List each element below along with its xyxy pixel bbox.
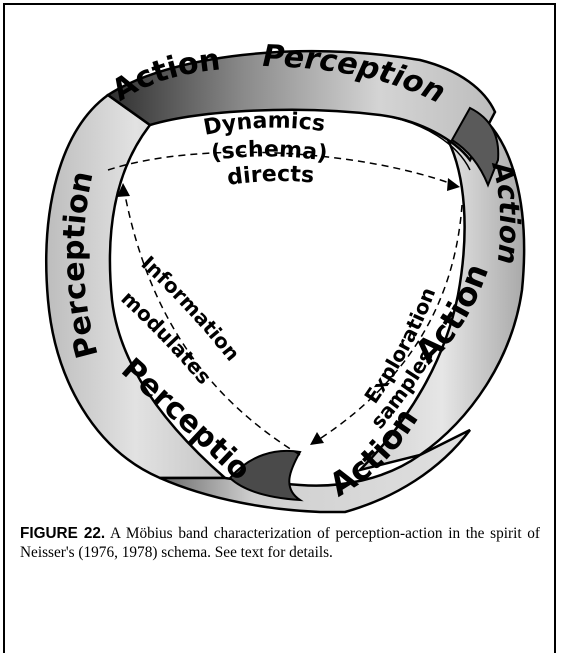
caption-text: A Möbius band characterization of percep… xyxy=(20,525,540,561)
figure-caption: FIGURE 22. A Möbius band characterizatio… xyxy=(20,524,540,562)
mobius-band xyxy=(45,49,526,514)
arrow-top xyxy=(107,151,456,186)
caption-label: FIGURE 22. xyxy=(20,525,106,542)
band-bottom-twist xyxy=(228,449,304,502)
arrow-right xyxy=(317,204,463,441)
mobius-band-diagram: Action Perception Action Action Action P… xyxy=(0,0,526,514)
figure-frame xyxy=(3,3,556,653)
inner-label-directs: directs xyxy=(226,162,316,191)
arrowheads xyxy=(117,178,460,445)
band-right-twist xyxy=(450,106,500,188)
arrowhead-top xyxy=(447,178,460,191)
band-inner-edge xyxy=(149,109,471,171)
inner-label-schema: (schema) xyxy=(210,137,329,166)
arrowhead-left xyxy=(117,183,130,197)
arrow-left xyxy=(124,194,301,456)
arrows xyxy=(107,151,463,456)
arrowhead-right xyxy=(310,432,324,445)
